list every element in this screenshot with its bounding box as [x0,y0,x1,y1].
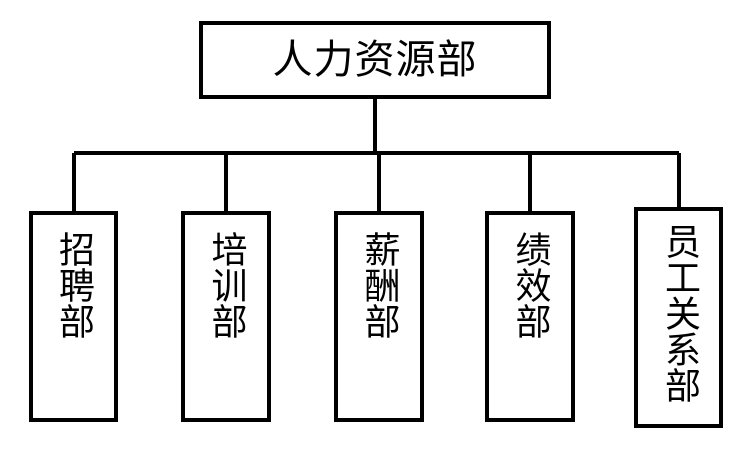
org-node-compensation-label: 薪酬部 [358,231,400,339]
org-node-employee-relations[interactable]: 员工关系部 [634,207,723,428]
org-node-root[interactable]: 人力资源部 [199,21,551,99]
org-node-recruitment[interactable]: 招聘部 [29,211,118,422]
org-node-recruitment-label: 招聘部 [53,231,95,339]
org-node-performance-label: 绩效部 [509,231,551,339]
org-node-employee-relations-label: 员工关系部 [658,223,700,403]
org-node-training[interactable]: 培训部 [181,211,271,422]
org-node-compensation[interactable]: 薪酬部 [334,211,424,422]
org-node-training-label: 培训部 [205,231,247,339]
org-node-performance[interactable]: 绩效部 [485,211,575,422]
org-node-root-label: 人力资源部 [272,37,478,83]
